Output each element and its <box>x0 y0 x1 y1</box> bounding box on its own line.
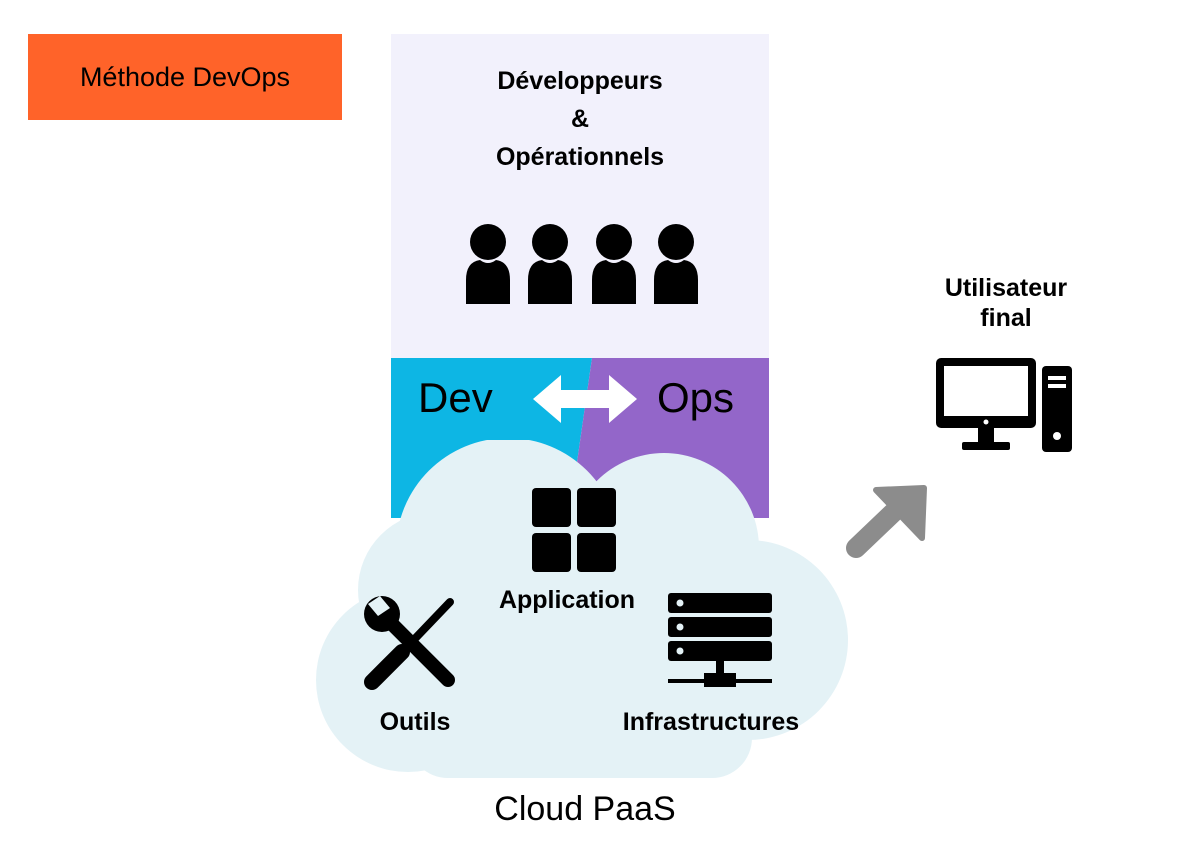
team-panel <box>391 34 769 358</box>
application-label: Application <box>498 586 636 614</box>
team-title-line-2: & <box>570 105 590 133</box>
cloud-caption: Cloud PaaS <box>494 790 676 828</box>
app-grid-icon <box>532 488 616 572</box>
end-user-label-line-2: final <box>980 304 1032 332</box>
arrow-up-right-icon <box>846 485 927 558</box>
dev-label: Dev <box>418 374 493 421</box>
end-user-label-line-1: Utilisateur <box>944 274 1068 302</box>
people-icon <box>466 224 698 304</box>
person-icon <box>528 224 572 304</box>
wrench-screwdriver-icon <box>364 596 455 690</box>
tools-label: Outils <box>379 708 451 736</box>
desktop-computer-icon <box>936 358 1072 452</box>
cloud-shape <box>316 440 848 778</box>
team-title-line-3: Opérationnels <box>495 143 665 171</box>
team-title: Développeurs & Opérationnels <box>391 62 769 176</box>
person-icon <box>592 224 636 304</box>
team-title-line-1: Développeurs <box>497 67 663 95</box>
ops-label: Ops <box>657 374 735 421</box>
method-label: Méthode DevOps <box>28 34 342 120</box>
person-icon <box>654 224 698 304</box>
infrastructures-label: Infrastructures <box>622 708 800 736</box>
double-arrow-icon <box>533 375 637 423</box>
end-user-label: Utilisateur final <box>916 273 1096 333</box>
person-icon <box>466 224 510 304</box>
method-label-text: Méthode DevOps <box>79 61 291 92</box>
server-rack-icon <box>668 593 772 687</box>
